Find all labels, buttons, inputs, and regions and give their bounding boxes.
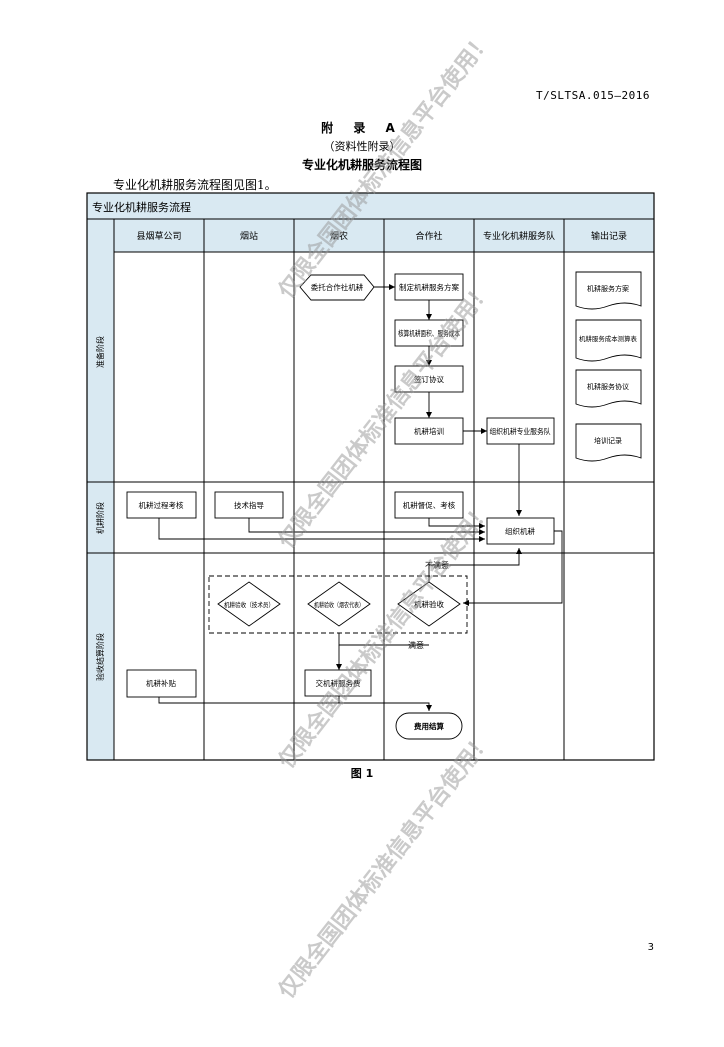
node-supervise — [394, 491, 464, 519]
record-agreement-doc — [575, 369, 642, 408]
node-accept-tech-diamond — [217, 581, 281, 627]
intro-text: 专业化机耕服务流程图见图1。 — [113, 178, 277, 192]
phase-acceptance: 验收结算阶段 — [95, 633, 105, 681]
connectors — [158, 284, 563, 711]
lane-tobacco-farmer: 烟农 — [330, 230, 348, 242]
phase-plowing: 机耕阶段 — [95, 502, 105, 534]
annex-subtitle: （资料性附录） — [323, 140, 401, 153]
node-accept-coop-diamond — [397, 581, 461, 627]
lane-tobacco-station: 烟站 — [240, 230, 258, 242]
record-cost-doc — [575, 319, 642, 362]
standard-code: T/SLTSA.015—2016 — [536, 89, 650, 102]
node-organize-work-label: 组织机耕 — [505, 526, 535, 536]
node-process-check — [126, 491, 197, 519]
acceptance-group — [208, 575, 468, 634]
node-verify-label: 核算机耕面积、服务成本 — [398, 328, 460, 338]
lane-service-team: 专业化机耕服务队 — [483, 230, 555, 242]
node-tech-guide-label: 技术指导 — [234, 500, 264, 510]
phase-prep: 准备阶段 — [95, 336, 105, 368]
node-agreement-label: 签订协议 — [414, 374, 444, 384]
node-agreement — [394, 365, 464, 393]
node-pay-fee — [304, 669, 372, 697]
figure-caption: 图 1 — [350, 767, 374, 780]
node-settlement-label: 费用结算 — [414, 721, 444, 731]
node-accept-tech-label: 机耕验收（技术员） — [224, 600, 274, 609]
annex-title: 附 录 A — [321, 121, 403, 135]
node-tech-guide — [214, 491, 284, 519]
node-pay-fee-label: 交机耕服务费 — [316, 678, 361, 688]
node-subsidy-label: 机耕补贴 — [146, 678, 176, 688]
page-number: 3 — [647, 942, 654, 953]
lane-county-tobacco: 县烟草公司 — [136, 230, 181, 242]
lane-dividers — [87, 219, 654, 760]
node-subsidy — [126, 669, 197, 698]
node-process-check-label: 机耕过程考核 — [139, 500, 184, 510]
record-cost-label: 机耕服务成本测算表 — [579, 334, 637, 343]
flow-title: 专业化机耕服务流程 — [92, 200, 191, 214]
annex-heading: 专业化机耕服务流程图 — [301, 158, 422, 172]
node-accept-farmer-diamond — [307, 581, 371, 627]
record-training-doc — [575, 423, 642, 462]
label-not-satisfied: 不满意 — [425, 560, 449, 570]
record-agreement-label: 机耕服务协议 — [587, 382, 629, 391]
node-organize-work — [486, 517, 555, 545]
node-organize-team — [486, 417, 555, 445]
lane-cooperative: 合作社 — [415, 230, 442, 242]
lane-output-records: 输出记录 — [591, 230, 627, 242]
node-entrust-hexagon — [299, 274, 375, 301]
node-settlement — [395, 712, 463, 740]
node-accept-farmer-label: 机耕验收（烟农代表） — [314, 600, 364, 609]
flowchart: 专业化机耕服务流程 县烟草公司 烟站 烟农 合作社 专业化机耕服务队 输出记录 … — [86, 192, 655, 761]
node-plan — [394, 273, 464, 301]
node-organize-team-label: 组织机耕专业服务队 — [490, 426, 551, 436]
record-plan-label: 机耕服务方案 — [587, 284, 629, 293]
node-accept-coop-label: 机耕验收 — [414, 599, 444, 609]
node-entrust-label: 委托合作社机耕 — [311, 282, 364, 292]
node-training-label: 机耕培训 — [414, 426, 444, 436]
node-verify — [394, 319, 464, 347]
label-satisfied: 满意 — [408, 640, 424, 650]
node-supervise-label: 机耕督促、考核 — [403, 500, 456, 510]
record-plan-doc — [575, 271, 642, 310]
record-training-label: 培训记录 — [594, 436, 622, 445]
node-training — [394, 417, 464, 445]
flow-frame — [86, 192, 655, 761]
node-plan-label: 制定机耕服务方案 — [399, 282, 459, 292]
